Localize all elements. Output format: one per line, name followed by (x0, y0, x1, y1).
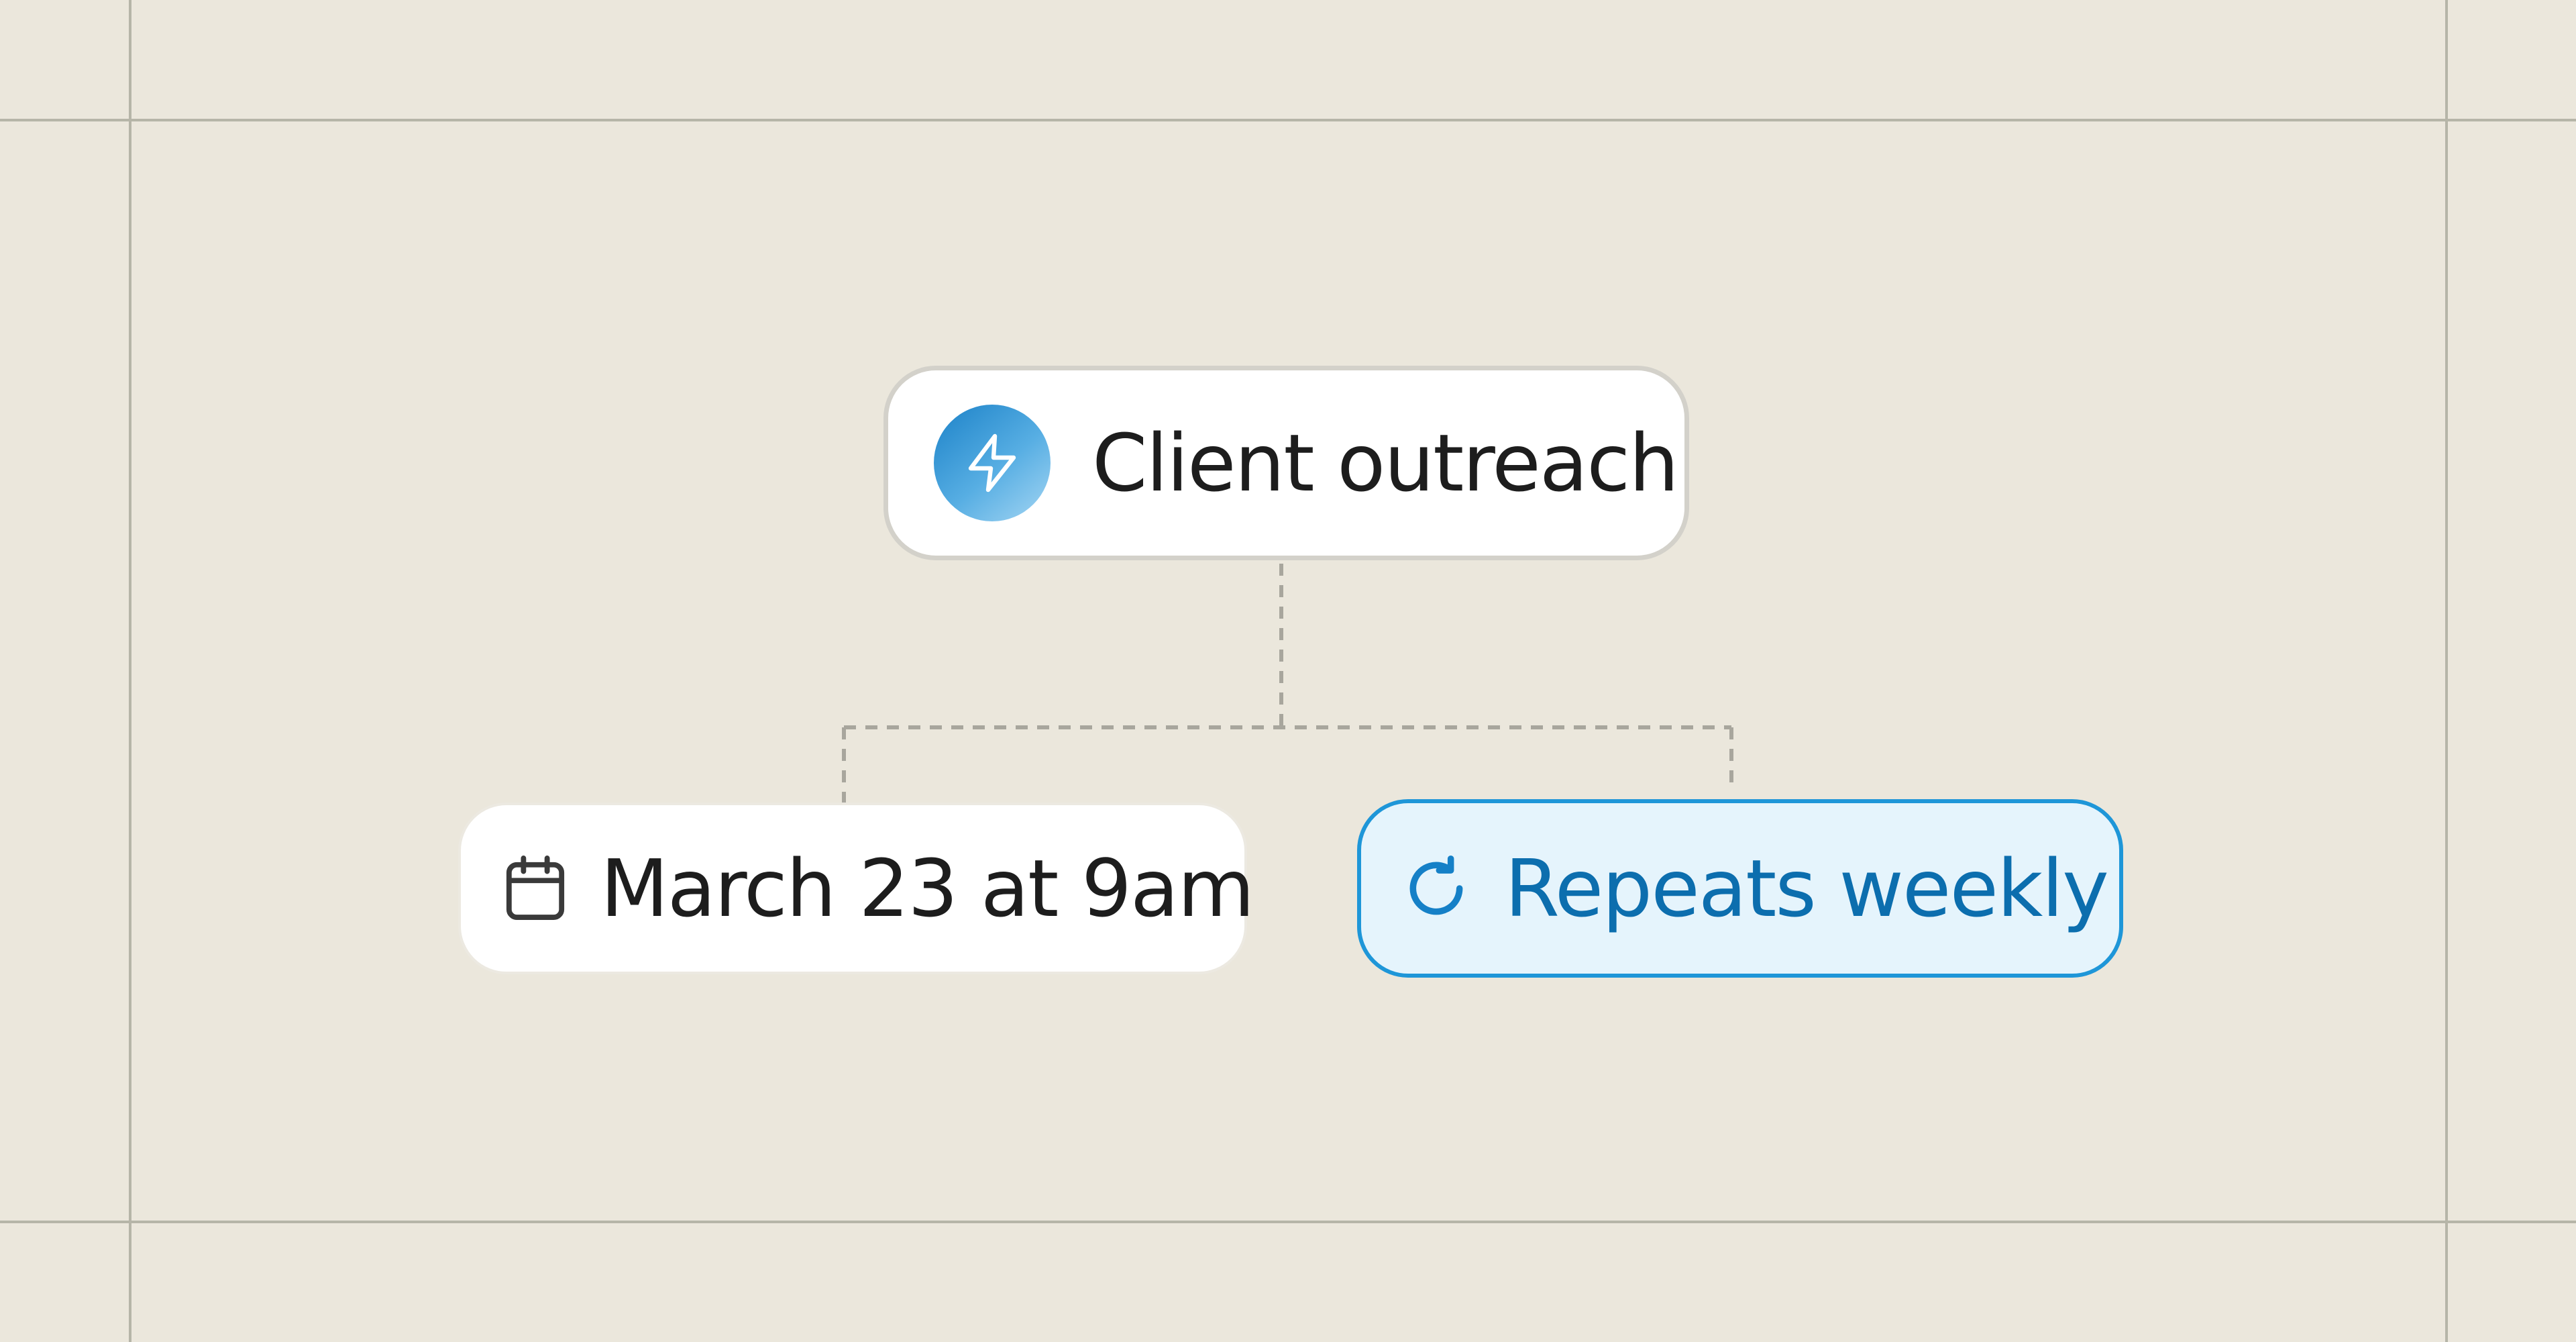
node-label: Repeats weekly (1505, 842, 2109, 935)
guide-line-right (2445, 0, 2448, 1342)
node-schedule[interactable]: March 23 at 9am (458, 803, 1254, 974)
node-recurrence[interactable]: Repeats weekly (1357, 799, 2123, 978)
refresh-icon (1401, 854, 1471, 923)
calendar-icon (504, 852, 567, 925)
guide-line-left (129, 0, 131, 1342)
guide-line-top (0, 119, 2576, 121)
node-client-outreach[interactable]: Client outreach (883, 366, 1689, 560)
lightning-bolt-icon (934, 405, 1051, 521)
node-label: Client outreach (1092, 417, 1679, 509)
node-label: March 23 at 9am (600, 842, 1254, 935)
guide-line-bottom (0, 1221, 2576, 1223)
